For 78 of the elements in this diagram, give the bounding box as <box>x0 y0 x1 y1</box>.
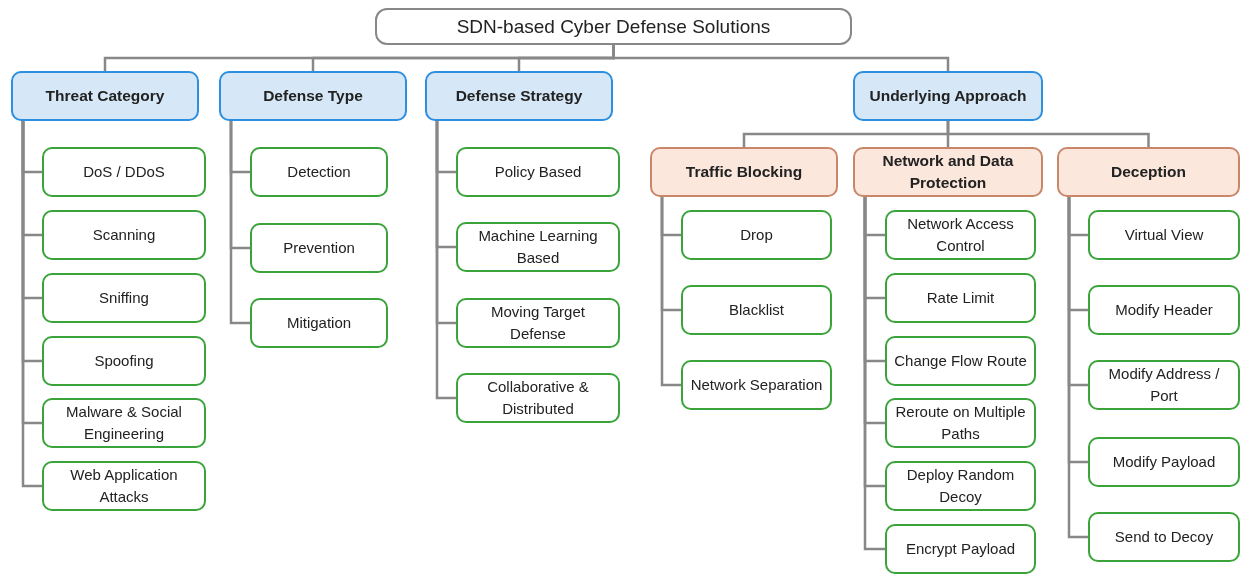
category-box <box>219 71 407 121</box>
node-label: Web Application Attacks <box>69 465 179 507</box>
item-box <box>250 147 388 197</box>
connector-line <box>1067 197 1088 539</box>
item-box <box>42 273 206 323</box>
node-label: Policy Based <box>494 162 582 183</box>
node-label: Modify Address / Port <box>1107 364 1221 406</box>
node-label: Network and Data Protection <box>881 150 1015 193</box>
item-box <box>885 461 1036 511</box>
category-box <box>425 71 613 121</box>
connector-line <box>863 197 885 551</box>
node-label: Spoofing <box>94 351 154 372</box>
item-box <box>42 398 206 448</box>
item-box <box>681 285 832 335</box>
item-box <box>681 360 832 410</box>
connector-line <box>21 121 42 488</box>
node-label: Threat Category <box>45 85 165 106</box>
connector-line <box>612 45 950 71</box>
item-box <box>42 210 206 260</box>
root-box <box>375 8 852 45</box>
node-label: Drop <box>740 225 773 246</box>
node-label: Moving Target Defense <box>490 302 586 344</box>
item-box <box>885 398 1036 448</box>
item-box <box>42 461 206 511</box>
node-label: Mitigation <box>286 313 352 334</box>
item-box <box>1088 512 1240 562</box>
item-box <box>885 524 1036 574</box>
item-box <box>885 273 1036 323</box>
node-label: Reroute on Multiple Paths <box>894 402 1027 444</box>
node-label: Machine Learning Based <box>477 226 599 268</box>
item-box <box>456 147 620 197</box>
node-label: Network Separation <box>690 375 823 396</box>
node-label: Deception <box>1111 161 1186 182</box>
subcategory-box <box>650 147 838 197</box>
item-box <box>456 298 620 348</box>
node-label: Change Flow Route <box>894 351 1027 372</box>
node-label: Collaborative & Distributed <box>486 377 590 419</box>
node-label: Sniffing <box>99 288 149 309</box>
item-box <box>1088 360 1240 410</box>
item-box <box>885 336 1036 386</box>
node-label: Scanning <box>92 225 156 246</box>
subcategory-box <box>1057 147 1240 197</box>
item-box <box>42 147 206 197</box>
node-label: Modify Payload <box>1112 452 1216 473</box>
node-label: Encrypt Payload <box>905 539 1016 560</box>
node-label: Defense Strategy <box>455 85 583 106</box>
node-label: Underlying Approach <box>869 85 1027 106</box>
node-label: Rate Limit <box>926 288 995 309</box>
node-label: Modify Header <box>1115 300 1213 321</box>
item-box <box>1088 437 1240 487</box>
node-label: Virtual View <box>1124 225 1204 246</box>
connector-line <box>946 121 1150 147</box>
category-box <box>853 71 1043 121</box>
node-label: Detection <box>287 162 351 183</box>
connector-line <box>435 121 456 400</box>
connector-line <box>660 197 681 387</box>
item-box <box>681 210 832 260</box>
subcategory-box <box>853 147 1043 197</box>
item-box <box>1088 285 1240 335</box>
node-label: Network Access Control <box>906 214 1015 256</box>
connector-line <box>229 121 250 325</box>
item-box <box>250 298 388 348</box>
item-box <box>456 373 620 423</box>
item-box <box>42 336 206 386</box>
node-label: SDN-based Cyber Defense Solutions <box>456 14 771 39</box>
node-label: Blacklist <box>729 300 784 321</box>
item-box <box>250 223 388 273</box>
node-label: DoS / DDoS <box>83 162 165 183</box>
node-label: Deploy Random Decoy <box>905 465 1016 507</box>
node-label: Defense Type <box>263 85 363 106</box>
node-label: Send to Decoy <box>1114 527 1214 548</box>
item-box <box>885 210 1036 260</box>
node-label: Malware & Social Engineering <box>65 402 183 444</box>
node-label: Prevention <box>283 238 355 259</box>
category-box <box>11 71 199 121</box>
item-box <box>456 222 620 272</box>
node-label: Traffic Blocking <box>685 161 803 182</box>
item-box <box>1088 210 1240 260</box>
